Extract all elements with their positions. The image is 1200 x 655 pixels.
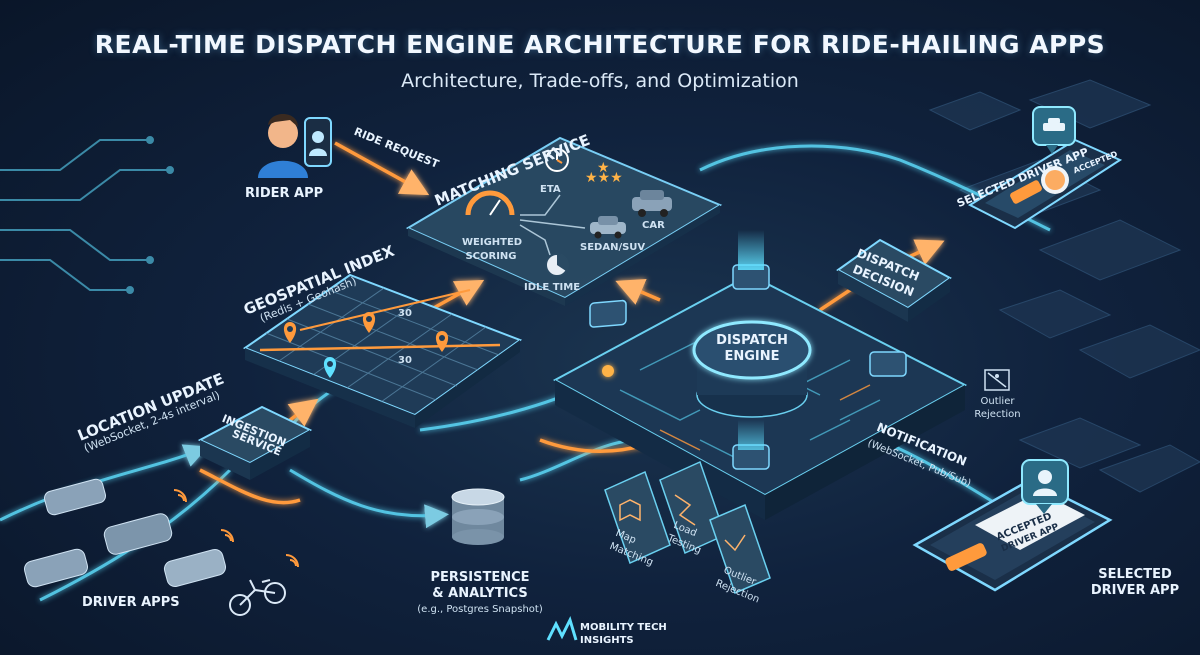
- idle-time-label: IDLE TIME: [524, 282, 581, 293]
- map-pin-icon: [362, 312, 376, 333]
- gauge-icon: [465, 190, 515, 216]
- brand-name-line-1: MOBILITY TECH: [580, 622, 667, 633]
- svg-text:★★★: ★★★: [585, 170, 623, 186]
- selected-driver-label-1: SELECTED: [1098, 567, 1172, 582]
- sedan-suv-label: SEDAN/SUV: [580, 242, 646, 253]
- selected-driver-label-2: DRIVER APP: [1090, 583, 1180, 598]
- signal-waves-icon: [173, 489, 299, 568]
- map-pin-icon: [323, 357, 337, 378]
- persistence-subtitle: (e.g., Postgres Snapshot): [417, 604, 543, 615]
- analysis-tiles: [604, 460, 771, 595]
- database-icon: [451, 488, 505, 545]
- grid-number-2: 30: [398, 355, 412, 366]
- eta-label: ETA: [540, 184, 561, 195]
- dispatch-engine-label-2: ENGINE: [724, 349, 780, 364]
- svg-text:★: ★: [597, 160, 610, 176]
- outlier-rejection-label-2: Rejection: [974, 409, 1021, 420]
- rider-phone-icon: [304, 117, 332, 167]
- matching-service-panel: [405, 136, 723, 306]
- weighted-scoring-label-2: SCORING: [465, 251, 517, 262]
- outlier-chart-icon: [724, 534, 746, 552]
- driver-car-icon: [23, 548, 89, 588]
- dispatch-decision-panel: [836, 238, 952, 322]
- circuit-traces: [0, 136, 174, 294]
- map-matching-icon: [619, 499, 641, 522]
- selected-driver-phone-bottom: [912, 478, 1113, 592]
- bicycle-icon: [229, 579, 286, 616]
- brand-name-line-2: INSIGHTS: [580, 635, 634, 646]
- outlier-rejection-label-1: Outlier: [980, 396, 1015, 407]
- persistence-label-1: PERSISTENCE: [430, 570, 530, 585]
- brand-logo-icon: [546, 615, 578, 641]
- car-icon: [632, 190, 672, 217]
- driver-car-bubble-icon: [1032, 106, 1076, 154]
- weighted-scoring-label-1: WEIGHTED: [462, 237, 523, 248]
- load-testing-icon: [674, 494, 696, 526]
- page-subtitle: Architecture, Trade-offs, and Optimizati…: [401, 70, 799, 92]
- map-pin-icon: [435, 331, 449, 352]
- page-title: REAL-TIME DISPATCH ENGINE ARCHITECTURE F…: [94, 30, 1106, 59]
- sedan-icon: [590, 216, 626, 239]
- geospatial-grid-panel: [242, 273, 523, 428]
- driver-avatar-bubble-icon: [1021, 459, 1069, 514]
- idle-timer-icon: [545, 253, 569, 277]
- grid-number-1: 30: [398, 308, 412, 319]
- dispatch-engine-label-1: DISPATCH: [716, 333, 788, 348]
- car-label: CAR: [642, 220, 665, 231]
- scoring-lines: [519, 194, 586, 256]
- driver-car-icon: [163, 548, 227, 588]
- city-blocks: [928, 79, 1200, 493]
- clock-icon: [545, 148, 569, 172]
- dispatch-engine-platform: [552, 230, 968, 520]
- outlier-rejection-icon: [984, 369, 1010, 391]
- map-pin-icon: [283, 322, 297, 343]
- rider-avatar-icon: [258, 113, 308, 178]
- persistence-label-2: & ANALYTICS: [432, 586, 528, 601]
- driver-car-icon: [103, 513, 173, 555]
- driver-apps-label: DRIVER APPS: [82, 595, 180, 610]
- rider-app-label: RIDER APP: [245, 186, 324, 201]
- rating-stars-icon: ★★★ ★: [585, 160, 623, 186]
- driver-car-icon: [43, 478, 107, 516]
- selected-driver-phone-top: [967, 138, 1123, 230]
- ingestion-service-panel: [197, 405, 313, 480]
